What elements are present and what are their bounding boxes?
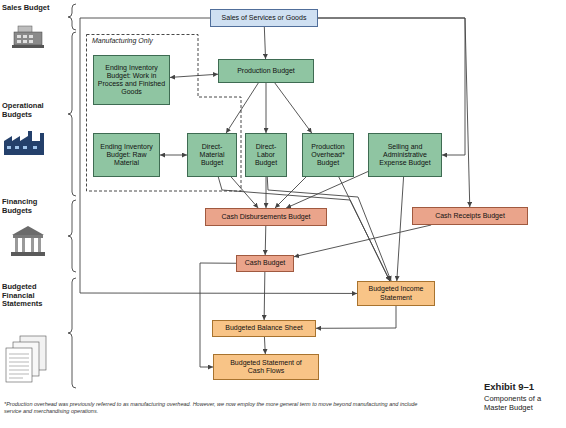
box-text: Ending Inventory Budget: Work in Process… (97, 64, 166, 96)
flow-arrow (200, 263, 236, 367)
register-drawer (12, 45, 44, 48)
budget-box: Cash Receipts Budget (412, 207, 528, 225)
curly-bracket (68, 4, 76, 30)
budget-box: Production Overhead* Budget (302, 133, 354, 177)
paper-line (9, 366, 29, 367)
box-text: Sales of Services or Goods (222, 14, 307, 22)
section-label: Budgeted Financial Statements (2, 283, 57, 309)
bank-roof (12, 226, 44, 235)
dashed-region: Manufacturing OnlyEnding Inventory Budge… (86, 34, 242, 192)
box-text: Ending Inventory Budget: Raw Material (97, 143, 156, 167)
section-label: Financing Budgets (2, 198, 57, 215)
exhibit-number: Exhibit 9–1 (484, 381, 564, 392)
factory-icon (4, 131, 44, 155)
flow-arrow (226, 83, 258, 133)
box-text: Direct-Labor Budget (247, 143, 285, 167)
box-text: Budgeted Balance Sheet (225, 324, 302, 332)
statements-icon (6, 336, 46, 382)
budget-box: Production Budget (218, 59, 314, 83)
section-label: Sales Budget (2, 4, 52, 13)
box-text: Selling and Administrative Expense Budge… (372, 143, 438, 167)
paper-line (9, 358, 29, 359)
bank-base (11, 252, 45, 256)
flow-arrow (339, 177, 390, 281)
register-key (29, 35, 33, 38)
paper-sheet (6, 348, 32, 382)
flow-arrow (316, 306, 396, 328)
region-title: Manufacturing Only (92, 37, 153, 45)
budget-box: Budgeted Balance Sheet (212, 320, 316, 337)
flow-arrow (266, 83, 267, 133)
factory-window (33, 146, 37, 149)
flow-arrow (265, 226, 267, 255)
bank-column (15, 238, 18, 252)
box-text: Budgeted Statement of Cash Flows (226, 359, 306, 375)
register-key (29, 40, 33, 43)
connector-layer (80, 18, 470, 367)
flow-arrow (170, 74, 218, 77)
box-text: Direct-Material Budget (190, 143, 234, 167)
budget-box: Budgeted Statement of Cash Flows (213, 354, 319, 380)
register-key (17, 35, 21, 38)
register-body (14, 32, 42, 45)
factory-window (23, 146, 27, 149)
exhibit-caption: Components of a Master Budget (484, 395, 564, 412)
flow-arrow (264, 272, 266, 320)
box-text: Cash Disbursements Budget (221, 213, 310, 221)
budget-box: Selling and Administrative Expense Budge… (368, 133, 442, 177)
flow-arrow (264, 337, 266, 354)
factory-silhouette (4, 131, 44, 155)
paper-line (9, 354, 29, 355)
curly-bracket (68, 200, 76, 272)
register-key (23, 35, 27, 38)
budget-box: Cash Budget (236, 255, 294, 272)
box-text: Budgeted Income Statement (361, 285, 431, 301)
budget-box: Cash Disbursements Budget (205, 208, 327, 226)
budget-box: Budgeted Income Statement (357, 281, 435, 306)
register-key (17, 40, 21, 43)
budget-box: Sales of Services or Goods (210, 9, 318, 27)
footnote: *Production overhead was previously refe… (4, 401, 424, 414)
flow-arrow (264, 27, 265, 59)
bank-column (38, 238, 41, 252)
box-text: Production Budget (237, 67, 295, 75)
box-text: Cash Receipts Budget (435, 212, 505, 220)
flow-arrow (294, 225, 431, 257)
bank-beam (13, 235, 43, 238)
bank-icon (11, 226, 45, 256)
box-text: Cash Budget (245, 259, 285, 267)
budget-box: Ending Inventory Budget: Work in Process… (93, 55, 170, 105)
paper-lines (9, 354, 29, 378)
flow-arrow (275, 83, 312, 133)
register-key (23, 40, 27, 43)
box-text: Production Overhead* Budget (305, 143, 351, 167)
section-label: Operational Budgets (2, 102, 57, 119)
paper-line (9, 362, 29, 363)
budget-box: Ending Inventory Budget: Raw Material (93, 133, 160, 177)
dashed-outline-shape (87, 35, 242, 192)
flow-arrow (160, 155, 187, 156)
factory-window (7, 146, 11, 149)
paper-line (9, 374, 29, 375)
bank-column (22, 238, 25, 252)
curly-bracket (68, 32, 76, 196)
flow-arrow (397, 177, 404, 281)
factory-window (15, 146, 19, 149)
flow-arrow (318, 18, 470, 207)
section-brackets (68, 4, 76, 388)
bank-column (31, 238, 34, 252)
paper-line (9, 370, 29, 371)
cash-register-icon (12, 26, 44, 48)
budget-box: Direct-Material Budget (187, 133, 237, 177)
curly-bracket (68, 278, 76, 388)
paper-line (9, 378, 23, 379)
budget-box: Direct-Labor Budget (245, 133, 287, 177)
flow-arrow (266, 177, 267, 208)
